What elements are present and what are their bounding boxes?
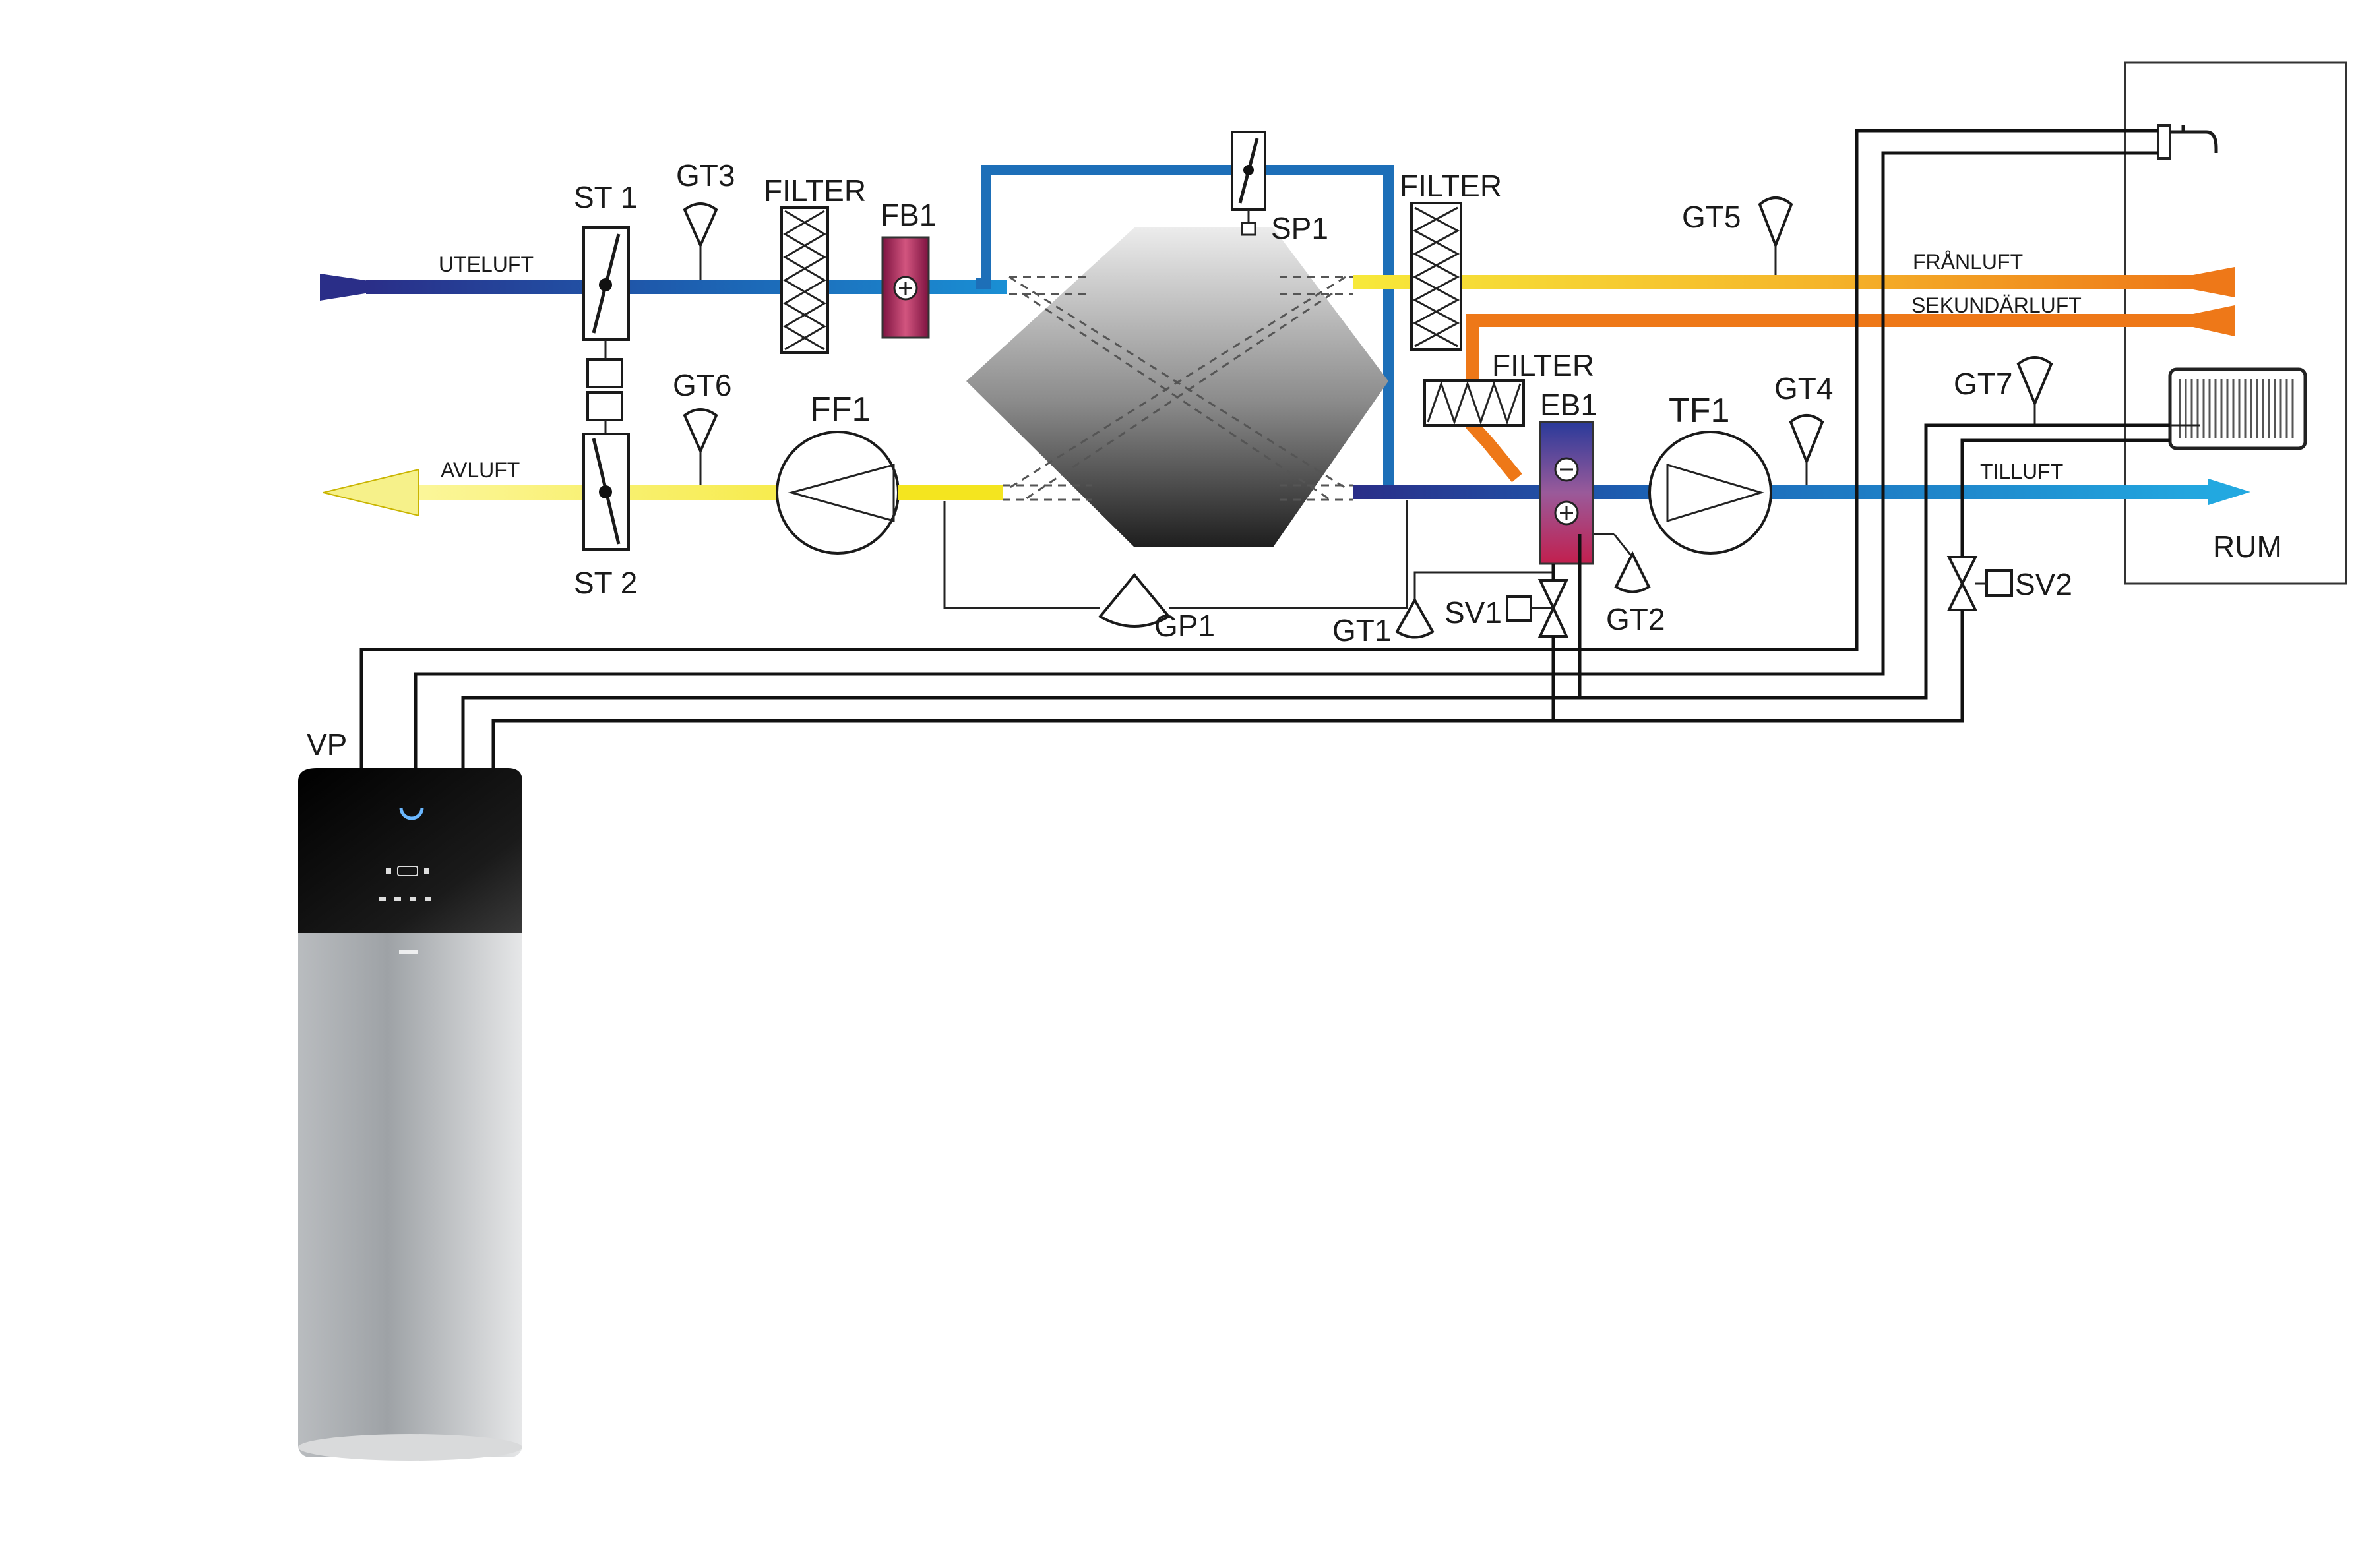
gt6-sensor-icon bbox=[683, 408, 718, 485]
uteluft-label: UTELUFT bbox=[439, 253, 534, 276]
filter2-label: FILTER bbox=[1400, 169, 1502, 203]
sekundarluft-label: SEKUNDÄRLUFT bbox=[1911, 293, 2082, 317]
radiator-icon bbox=[2168, 367, 2307, 450]
sekundarluft-arrow bbox=[2193, 305, 2235, 336]
avluft-outlet-arrow bbox=[323, 468, 419, 517]
filter1-label: FILTER bbox=[764, 173, 866, 208]
sv1-valve[interactable] bbox=[1506, 579, 1569, 638]
sv2-valve[interactable] bbox=[1946, 556, 2013, 611]
gt7-label: GT7 bbox=[1954, 367, 2012, 401]
gt3-label: GT3 bbox=[676, 158, 735, 193]
gt6-label: GT6 bbox=[673, 368, 731, 402]
tf1-supply-fan[interactable] bbox=[1648, 431, 1772, 555]
gt5-sensor-icon bbox=[1758, 196, 1793, 275]
filter3-label: FILTER bbox=[1492, 348, 1594, 382]
gt2-label: GT2 bbox=[1606, 602, 1665, 636]
eb1-reheater[interactable] bbox=[1539, 421, 1594, 565]
fb1-preheater[interactable] bbox=[881, 236, 930, 339]
filter2-icon bbox=[1410, 202, 1462, 351]
st1-label: ST 1 bbox=[574, 180, 637, 214]
filter1-icon bbox=[780, 206, 829, 354]
vp-heat-pump-unit[interactable] bbox=[298, 768, 522, 1461]
gp1-label: GP1 bbox=[1154, 609, 1215, 643]
filter3-icon bbox=[1423, 379, 1525, 427]
damper-link-box-lower bbox=[586, 391, 623, 421]
ff1-exhaust-fan[interactable] bbox=[776, 431, 900, 555]
gt5-label: GT5 bbox=[1682, 200, 1741, 234]
sp1-label: SP1 bbox=[1271, 211, 1328, 245]
tilluft-arrow bbox=[2208, 479, 2250, 505]
franluft-label: FRÅNLUFT bbox=[1913, 250, 2023, 274]
damper-link-box-upper bbox=[586, 358, 623, 388]
heat-exchanger bbox=[966, 227, 1388, 547]
eb1-label: EB1 bbox=[1540, 388, 1597, 422]
sv1-label: SV1 bbox=[1444, 595, 1502, 630]
gp1-pressure-sensor-icon bbox=[943, 500, 1408, 628]
tap-icon bbox=[2157, 124, 2218, 160]
tilluft-label: TILLUFT bbox=[1980, 460, 2063, 483]
gt1-sensor-icon bbox=[1395, 571, 1553, 639]
tilluft-duct bbox=[1353, 485, 2211, 499]
uteluft-inlet-arrow bbox=[320, 274, 369, 301]
gt4-label: GT4 bbox=[1774, 371, 1833, 406]
gt1-label: GT1 bbox=[1332, 613, 1391, 648]
st2-damper[interactable] bbox=[582, 433, 630, 551]
gt3-sensor-icon bbox=[683, 202, 718, 280]
vp-label: VP bbox=[307, 727, 347, 762]
tf1-label: TF1 bbox=[1669, 392, 1729, 430]
sp1-bypass-damper[interactable] bbox=[1231, 131, 1266, 236]
franluft-arrow bbox=[2193, 267, 2235, 297]
gt4-sensor-icon bbox=[1789, 414, 1824, 485]
room-label: RUM bbox=[2213, 529, 2282, 564]
ff1-label: FF1 bbox=[810, 390, 871, 429]
st2-label: ST 2 bbox=[574, 566, 637, 600]
fb1-label: FB1 bbox=[881, 198, 936, 232]
sv2-label: SV2 bbox=[2015, 567, 2072, 601]
uteluft-duct bbox=[366, 280, 1007, 294]
franluft-duct bbox=[1353, 275, 2198, 289]
water-pipes bbox=[359, 129, 2170, 768]
st1-damper[interactable] bbox=[582, 226, 630, 341]
avluft-label: AVLUFT bbox=[441, 458, 520, 482]
